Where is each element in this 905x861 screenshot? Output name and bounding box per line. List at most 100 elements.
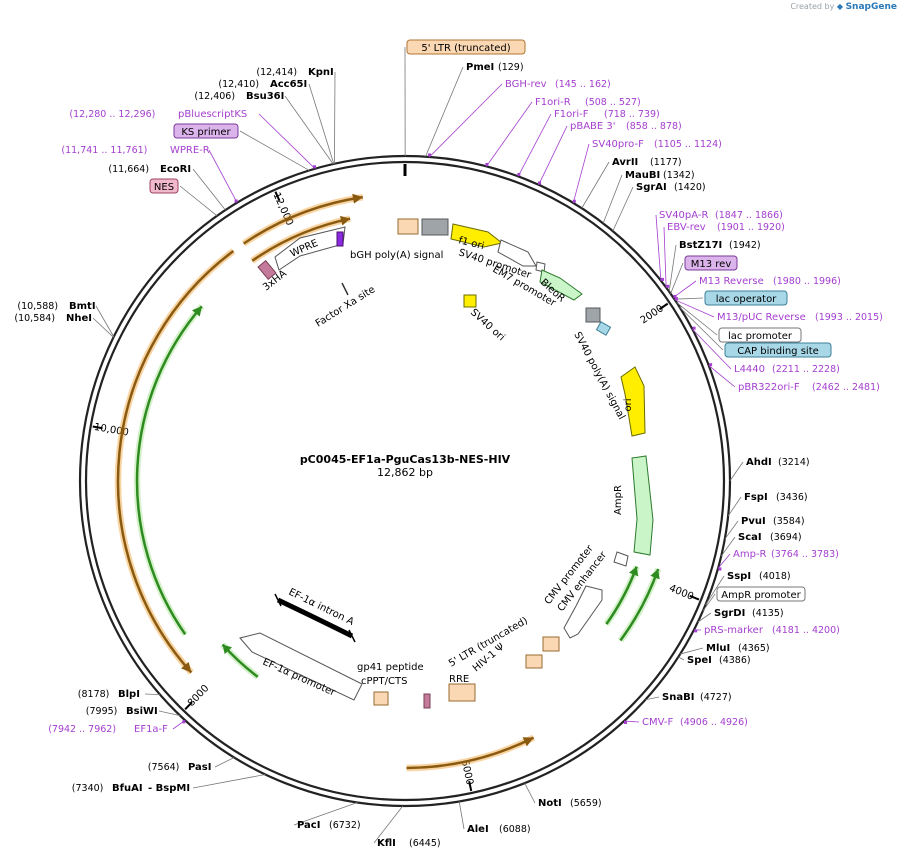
site-pvui[interactable]: PvuI (3584): [741, 516, 805, 527]
tag-name: lac promoter: [728, 331, 793, 342]
label-name: AleI: [467, 824, 489, 835]
site-bfuai[interactable]: (7340)BfuAI- BspMI: [72, 783, 190, 794]
site-acc65i[interactable]: (12,410)Acc65I: [218, 79, 307, 90]
label-position: (129): [498, 62, 524, 73]
leader-line: [92, 317, 114, 338]
site-avrii[interactable]: AvrII(1177): [612, 157, 682, 168]
primer-pbabe-3[interactable]: pBABE 3'(858 .. 878): [570, 121, 682, 132]
outer-labels: 5' LTR (truncated) PmeI(129) BGH-rev(145 .…: [14, 39, 883, 849]
primer-f1ori-r[interactable]: F1ori-R(508 .. 527): [535, 97, 641, 108]
hiv1-psi-feature: [525, 654, 543, 669]
primer-ef1a-f[interactable]: (7942 .. 7962)EF1a-F: [48, 724, 168, 735]
site-sspi[interactable]: SspI(4018): [727, 571, 791, 582]
label-position: (11,664): [108, 164, 149, 175]
tag-ks-primer[interactable]: KS primer: [173, 123, 239, 139]
label-name: AvrII: [612, 157, 638, 168]
label-position: (3584): [773, 516, 805, 527]
label-name: pBluescriptKS: [178, 109, 247, 120]
label-name: pRS-marker: [704, 625, 764, 636]
site-noti[interactable]: NotI(5659): [538, 798, 602, 809]
site-nhei[interactable]: (10,584)NheI: [14, 313, 92, 324]
tag-5-ltr-truncated[interactable]: 5' LTR (truncated): [406, 39, 526, 55]
site-paci[interactable]: PacI(6732): [297, 820, 361, 831]
primer-cmv-f[interactable]: CMV-F(4906 .. 4926): [642, 717, 748, 728]
primer-pbluescriptks[interactable]: (12,280 .. 12,296)pBluescriptKS: [69, 109, 247, 120]
site-sgrai[interactable]: SgrAI(1420): [636, 182, 706, 193]
leader-line: [192, 774, 266, 789]
leader-line: [663, 226, 667, 288]
primer-m13-reverse[interactable]: M13 Reverse(1980 .. 1996): [699, 276, 841, 287]
site-alei[interactable]: AleI(6088): [467, 824, 531, 835]
label-position: (12,414): [256, 67, 297, 78]
site-ecori[interactable]: (11,664) EcoRI: [108, 164, 191, 175]
ruler-tick-label: 4000: [667, 583, 695, 603]
primer-ebv-rev[interactable]: EBV-rev(1901 .. 1920): [667, 222, 785, 233]
site-blpi[interactable]: (8178)BlpI: [78, 689, 140, 700]
site-snabi[interactable]: SnaBI(4727): [662, 692, 732, 703]
tag-lac-promoter[interactable]: lac promoter: [718, 327, 802, 343]
site-scai[interactable]: ScaI(3694): [738, 532, 802, 543]
site-fspi[interactable]: FspI(3436): [744, 492, 808, 503]
label-position: (3694): [770, 532, 802, 543]
feature-label-gp41-peptide: gp41 peptide: [357, 662, 424, 673]
leader-line: [486, 101, 533, 167]
label-position: (145 .. 162): [555, 79, 611, 90]
site-kfli[interactable]: KflI(6445): [377, 838, 441, 849]
primer-wpre-r[interactable]: (11,741 .. 11,761)WPRE-R: [61, 145, 209, 156]
label-name: PvuI: [741, 516, 766, 527]
tag-cap-binding-site[interactable]: CAP binding site: [724, 342, 832, 358]
site-maubi[interactable]: MauBI(1342): [625, 170, 695, 181]
primer-binding-mark: [517, 172, 521, 176]
label-name: SV40pro-F: [592, 139, 644, 150]
leader-line: [95, 305, 115, 337]
leader-line: [674, 297, 704, 300]
label-name: SpeI: [687, 655, 712, 666]
site-bsiwi[interactable]: (7995)BsiWI: [86, 706, 158, 717]
5-ltr-feature: [397, 218, 419, 235]
tag-lac-operator[interactable]: lac operator: [704, 290, 788, 306]
leader-line: [679, 647, 704, 655]
primer-l4440[interactable]: L4440(2211 .. 2228): [734, 364, 840, 375]
ampr-inner-arc-arrowhead: [629, 566, 639, 577]
label-position: (6445): [409, 838, 441, 849]
label-name: BlpI: [118, 689, 140, 700]
primer-m13-puc-reverse[interactable]: M13/pUC Reverse(1993 .. 2015): [717, 312, 883, 323]
leader-line: [144, 693, 161, 696]
leader-line: [692, 328, 732, 370]
site-spei[interactable]: SpeI(4386): [687, 655, 751, 666]
feature-label-rre: RRE: [449, 674, 469, 685]
primer-sv40pa-r[interactable]: SV40pA-R(1847 .. 1866): [659, 210, 783, 221]
label-name: MauBI: [625, 170, 660, 181]
primer-bgh-rev[interactable]: BGH-rev(145 .. 162): [505, 79, 611, 90]
primer-pbr322ori-f[interactable]: pBR322ori-F(2462 .. 2481): [738, 382, 880, 393]
cas13b-arc: [135, 305, 203, 636]
primer-amp-r[interactable]: Amp-R(3764 .. 3783): [733, 549, 839, 560]
site-bmti[interactable]: (10,588)BmtI: [17, 301, 95, 312]
leader-line: [373, 805, 404, 844]
tag-m13-rev[interactable]: M13 rev: [684, 255, 738, 271]
label-position: (4181 .. 4200): [772, 625, 840, 636]
tag-nes[interactable]: NES: [149, 178, 179, 194]
label-position: (1942): [729, 240, 761, 251]
primer-f1ori-f[interactable]: F1ori-F(718 .. 739): [554, 109, 660, 120]
primer-sv40pro-f[interactable]: SV40pro-F(1105 .. 1124): [592, 139, 722, 150]
ori-feature: [620, 366, 646, 437]
primer-prs-marker[interactable]: pRS-marker (4181 .. 4200): [704, 625, 840, 636]
site-mlui[interactable]: MluI(4365): [706, 643, 770, 654]
3xha-feature: [257, 259, 277, 281]
site-pasi[interactable]: (7564) PasI: [148, 762, 212, 773]
tag-ampr-promoter[interactable]: AmpR promoter: [716, 586, 806, 602]
label-name: EcoRI: [160, 164, 191, 175]
ruler-tick-label: 2000: [639, 303, 666, 326]
primer-binding-mark: [692, 326, 696, 330]
site-ahdi[interactable]: AhdI(3214): [746, 457, 810, 468]
site-sgrdi[interactable]: SgrDI(4135): [714, 608, 784, 619]
label-position: (11,741 .. 11,761): [61, 145, 147, 156]
label-name: PasI: [188, 762, 211, 773]
label-position: (7564): [148, 762, 180, 773]
site-pmei[interactable]: PmeI(129): [466, 62, 524, 73]
site-kpni[interactable]: (12,414)KpnI: [256, 67, 333, 78]
site-bsu36i[interactable]: (12,406)Bsu36I: [194, 91, 284, 102]
leader-line: [538, 125, 568, 185]
site-bstz17i[interactable]: BstZ17I(1942): [679, 240, 761, 251]
